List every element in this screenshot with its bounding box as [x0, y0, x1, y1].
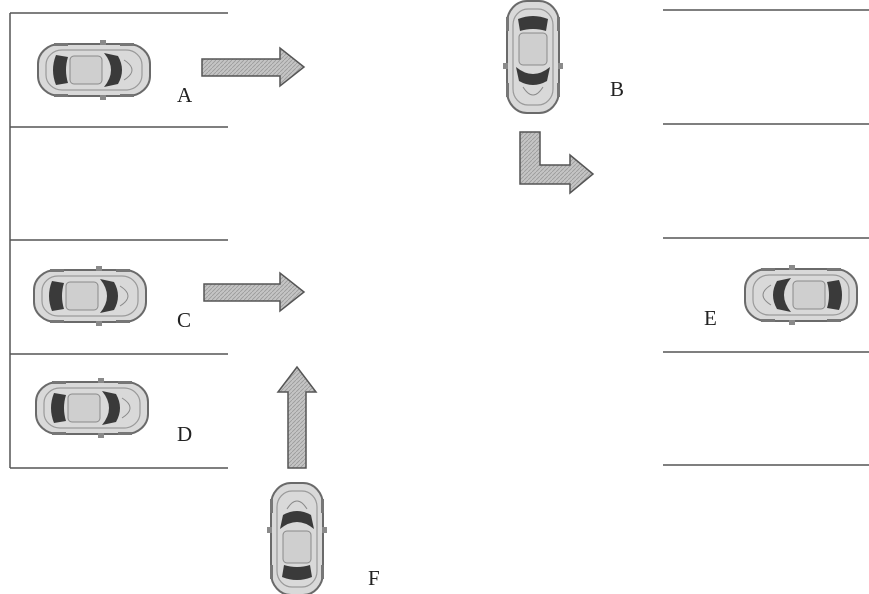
- label-b: B: [610, 77, 624, 101]
- label-e: E: [704, 306, 717, 330]
- car-d-icon: [35, 377, 149, 439]
- car-f-icon: [266, 482, 328, 594]
- arrow-a-icon: [201, 46, 306, 88]
- car-a-icon: [37, 39, 151, 101]
- label-d: D: [177, 422, 192, 446]
- label-f: F: [368, 566, 380, 590]
- car-b-icon: [502, 0, 564, 114]
- arrow-b-turn-icon: [519, 131, 595, 195]
- car-e-icon: [744, 264, 858, 326]
- right-road: [663, 9, 869, 466]
- left-road: [9, 12, 228, 469]
- car-c-icon: [33, 265, 147, 327]
- label-a: A: [177, 83, 193, 107]
- arrow-c-icon: [203, 271, 306, 313]
- arrow-f-icon: [276, 365, 318, 469]
- label-c: C: [177, 308, 191, 332]
